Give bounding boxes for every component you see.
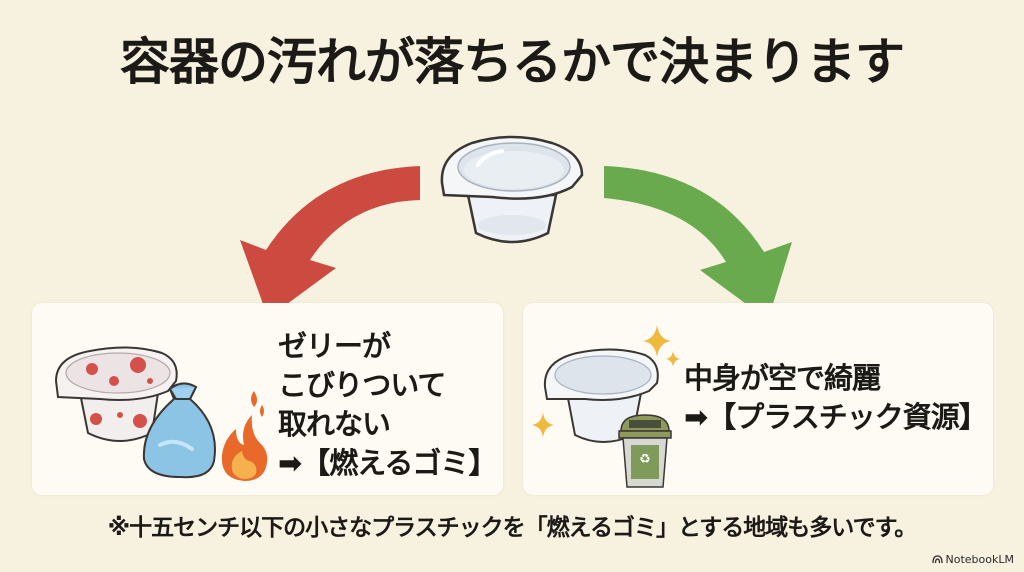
plastic-cup-icon — [440, 135, 584, 244]
plastic-condition-text: 中身が空で綺麗 ➡【プラスチック資源】 — [684, 359, 988, 437]
curved-arrow-down-left-icon — [240, 166, 420, 318]
watermark: NotebookLM — [931, 553, 1014, 566]
garbage-bag-icon — [142, 382, 216, 479]
plastic-resource-panel: ♻ 中身が空で綺麗 ➡【プラスチック資源】 — [523, 303, 993, 495]
svg-text:♻: ♻ — [639, 452, 651, 467]
fire-icon — [221, 391, 268, 481]
notebooklm-logo-icon — [931, 555, 943, 564]
footnote: ※十五センチ以下の小さなプラスチックを「燃えるゴミ」とする地域も多いです。 — [107, 515, 918, 541]
sparkle-icon — [532, 412, 554, 438]
sparkle-icon — [643, 325, 680, 367]
page-title: 容器の汚れが落ちるかで決まります — [120, 33, 905, 91]
burnable-garbage-panel: ゼリーが こびりついて 取れない ➡【燃えるゴミ】 — [32, 303, 503, 495]
burnable-condition-text: ゼリーが こびりついて 取れない ➡【燃えるゴミ】 — [278, 327, 497, 483]
dirty-jelly-cup-icon — [54, 346, 178, 442]
recycle-bin-icon: ♻ — [618, 414, 672, 488]
plastic-result-label: ➡【プラスチック資源】 — [684, 400, 988, 434]
curved-arrow-down-right-icon — [604, 166, 792, 320]
burnable-result-label: ➡【燃えるゴミ】 — [278, 446, 497, 480]
